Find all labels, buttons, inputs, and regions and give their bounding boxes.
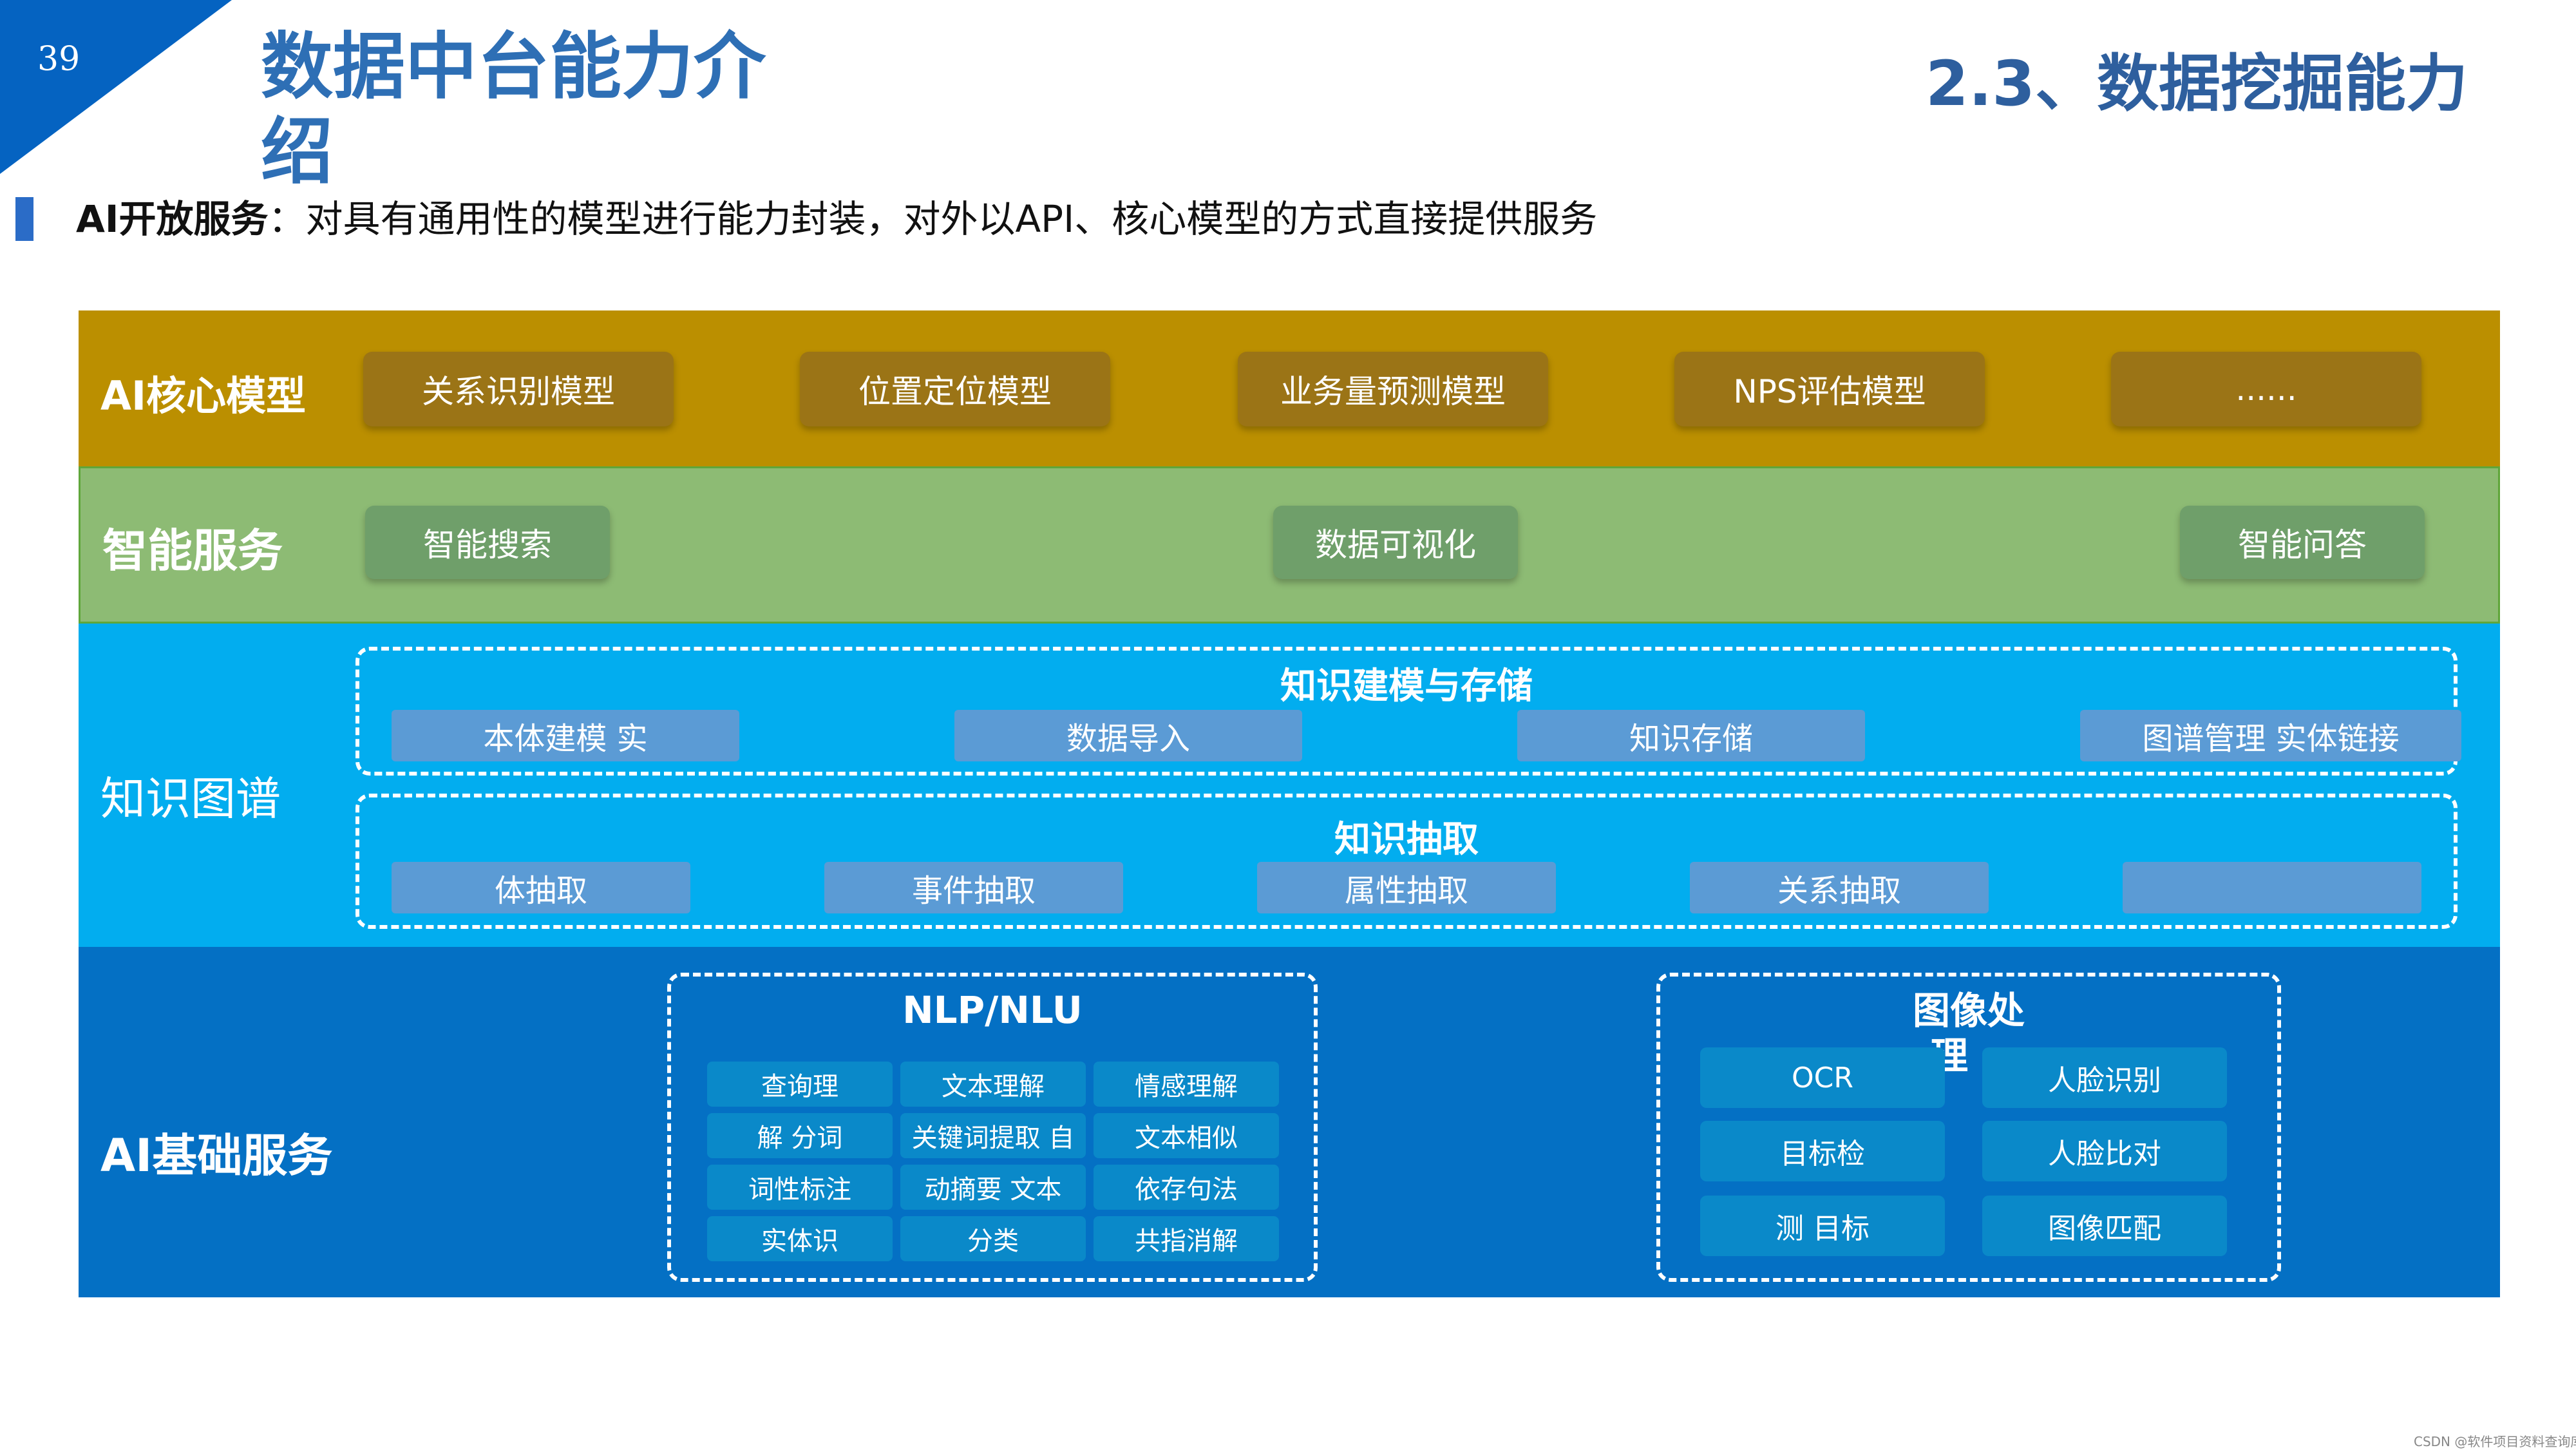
section-title: 2.3、数据挖掘能力 xyxy=(1926,48,2468,120)
watermark: CSDN @软件项目资料查询库 xyxy=(2414,1434,2576,1449)
kg-extraction-item[interactable]: 关系抽取 xyxy=(1690,862,1989,913)
ai-base-band: AI基础服务 NLP/NLU 查询理 解 分词 词性标注 实体识 文本理解 关键… xyxy=(79,947,2500,1297)
kg-extraction-item[interactable] xyxy=(2123,862,2421,913)
image-item[interactable]: OCR xyxy=(1700,1047,1945,1108)
nlp-item[interactable]: 依存句法 xyxy=(1094,1165,1279,1210)
image-item[interactable]: 目标检 xyxy=(1700,1121,1945,1181)
kg-extraction-item[interactable]: 事件抽取 xyxy=(824,862,1123,913)
nlp-item[interactable]: 解 分词 xyxy=(707,1113,893,1158)
knowledge-extraction-box: 知识抽取 xyxy=(355,794,2458,929)
nlp-item[interactable]: 文本相似 xyxy=(1094,1113,1279,1158)
image-item[interactable]: 人脸识别 xyxy=(1982,1047,2227,1108)
nlp-item[interactable]: 情感理解 xyxy=(1094,1062,1279,1107)
kg-modeling-item[interactable]: 本体建模 实 xyxy=(392,710,739,761)
kg-extraction-item[interactable]: 体抽取 xyxy=(392,862,690,913)
kg-modeling-item[interactable]: 知识存储 xyxy=(1517,710,1865,761)
knowledge-modeling-box: 知识建模与存储 xyxy=(355,647,2458,776)
knowledge-modeling-title: 知识建模与存储 xyxy=(1280,665,1533,707)
knowledge-extraction-title: 知识抽取 xyxy=(1334,819,1479,861)
image-item[interactable]: 图像匹配 xyxy=(1982,1196,2227,1256)
ai-core-item[interactable]: ...... xyxy=(2111,352,2421,426)
image-title-line1: 图像处 xyxy=(1912,989,2025,1033)
smart-service-item[interactable]: 智能搜索 xyxy=(365,506,610,579)
nlp-box: NLP/NLU xyxy=(667,973,1318,1282)
knowledge-graph-label: 知识图谱 xyxy=(100,772,281,825)
ai-core-item[interactable]: 关系识别模型 xyxy=(363,352,674,426)
ai-base-label: AI基础服务 xyxy=(100,1129,333,1182)
ai-core-item[interactable]: 位置定位模型 xyxy=(800,352,1110,426)
intro-body: ：对具有通用性的模型进行能力封装，对外以API、核心模型的方式直接提供服务 xyxy=(268,197,1598,241)
image-box: 图像处 理 xyxy=(1656,973,2281,1282)
image-item[interactable]: 人脸比对 xyxy=(1982,1121,2227,1181)
smart-service-item[interactable]: 智能问答 xyxy=(2180,506,2425,579)
nlp-title: NLP/NLU xyxy=(902,988,1083,1032)
kg-modeling-item[interactable]: 数据导入 xyxy=(954,710,1302,761)
intro-bullet-bar xyxy=(15,197,33,241)
nlp-item[interactable]: 文本理解 xyxy=(900,1062,1086,1107)
ai-core-band: AI核心模型 关系识别模型 位置定位模型 业务量预测模型 NPS评估模型 ...… xyxy=(79,310,2500,466)
knowledge-graph-band: 知识图谱 知识建模与存储 本体建模 实 数据导入 知识存储 图谱管理 实体链接 … xyxy=(79,624,2500,947)
nlp-item[interactable]: 关键词提取 自 xyxy=(900,1113,1086,1158)
corner-triangle xyxy=(0,0,232,174)
kg-modeling-item[interactable]: 图谱管理 实体链接 xyxy=(2080,710,2461,761)
page-title: 数据中台能力介绍 xyxy=(261,25,766,194)
intro-text: AI开放服务：对具有通用性的模型进行能力封装，对外以API、核心模型的方式直接提… xyxy=(15,193,1600,245)
smart-service-band: 智能服务 智能搜索 数据可视化 智能问答 xyxy=(79,466,2500,624)
nlp-item[interactable]: 词性标注 xyxy=(707,1165,893,1210)
ai-core-item[interactable]: NPS评估模型 xyxy=(1674,352,1985,426)
nlp-item[interactable]: 实体识 xyxy=(707,1216,893,1261)
page-number: 39 xyxy=(37,40,80,79)
nlp-item[interactable]: 查询理 xyxy=(707,1062,893,1107)
smart-service-item[interactable]: 数据可视化 xyxy=(1273,506,1518,579)
ai-core-item[interactable]: 业务量预测模型 xyxy=(1238,352,1548,426)
kg-extraction-item[interactable]: 属性抽取 xyxy=(1257,862,1556,913)
smart-service-label: 智能服务 xyxy=(102,524,283,577)
nlp-item[interactable]: 共指消解 xyxy=(1094,1216,1279,1261)
image-title: 图像处 理 xyxy=(1660,988,2277,1078)
ai-core-label: AI核心模型 xyxy=(100,372,307,419)
image-item[interactable]: 测 目标 xyxy=(1700,1196,1945,1256)
nlp-item[interactable]: 分类 xyxy=(900,1216,1086,1261)
intro-lead: AI开放服务 xyxy=(76,197,269,241)
nlp-item[interactable]: 动摘要 文本 xyxy=(900,1165,1086,1210)
